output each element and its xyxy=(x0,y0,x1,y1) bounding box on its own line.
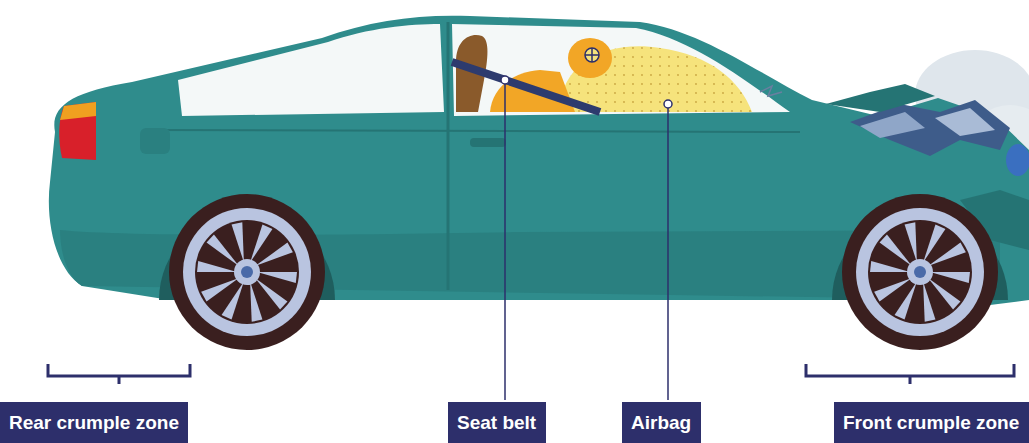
label-text: Airbag xyxy=(631,412,691,434)
label-box: Rear crumple zone xyxy=(0,402,188,443)
dummy-marker xyxy=(585,48,599,62)
rear-wheel xyxy=(169,194,325,350)
front-window xyxy=(452,24,790,116)
headlight xyxy=(1006,144,1029,176)
airbag xyxy=(560,46,752,112)
airbag-texture xyxy=(560,46,752,112)
label-box: Seat belt xyxy=(448,402,546,443)
body-line xyxy=(150,130,800,132)
label-box: Airbag xyxy=(622,402,701,443)
leader-dot xyxy=(664,100,672,108)
crumpled-part xyxy=(935,108,995,136)
indicator xyxy=(60,102,96,120)
zone-bracket xyxy=(806,364,1014,384)
leader-line xyxy=(504,84,506,400)
label-text: Seat belt xyxy=(457,412,536,434)
dummy-marker xyxy=(585,48,599,62)
label-box: Front crumple zone xyxy=(834,402,1029,443)
crumpled-part xyxy=(860,112,925,138)
bent-bonnet xyxy=(826,84,935,112)
door-line xyxy=(447,22,450,290)
door-handle xyxy=(470,138,506,147)
dummy-head xyxy=(568,38,612,78)
seat-belt-strap xyxy=(452,62,600,112)
label-text: Front crumple zone xyxy=(843,412,1019,434)
rear-window xyxy=(178,24,444,116)
front-wheel xyxy=(842,194,998,350)
leader-line xyxy=(667,108,669,400)
leader-dot xyxy=(501,76,509,84)
crack xyxy=(760,86,782,96)
label-text: Rear crumple zone xyxy=(9,412,179,434)
fuel-cap xyxy=(140,128,170,154)
tail-light xyxy=(59,102,96,160)
zone-bracket xyxy=(48,364,190,384)
